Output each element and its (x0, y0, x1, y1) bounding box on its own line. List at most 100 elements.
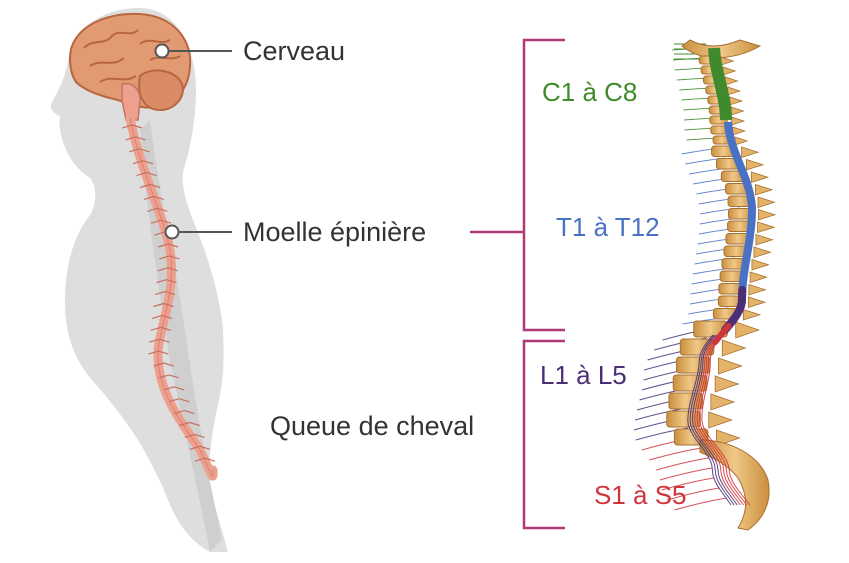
vertebra-spinous-process (746, 158, 765, 171)
vertebra-spinous-process (755, 183, 774, 196)
vertebra-spinous-process (722, 66, 737, 76)
cauda-equina-fiber (694, 334, 741, 506)
body-nerve-tick (158, 374, 169, 379)
body-nerve-tick (164, 291, 176, 296)
body-nerve-tick (163, 302, 174, 308)
cauda-equina-fiber (696, 334, 744, 506)
cervical-segment-label: C1 à C8 (542, 77, 638, 107)
vertebra-spinous-process (724, 76, 739, 86)
vertebra-spinous-process (710, 393, 736, 411)
vertebra-spinous-process (742, 308, 762, 321)
vertebra-spinous-process (720, 56, 735, 66)
body-nerve-roots (121, 124, 216, 462)
cord-leader-dot (164, 224, 180, 240)
body-nerve-tick (157, 207, 168, 212)
vertebra-spinous-process (755, 233, 774, 246)
vertebra-spinous-process (757, 196, 776, 209)
body-nerve-tick (150, 326, 161, 331)
body-nerve-tick (131, 124, 143, 129)
body-nerve-tick (157, 267, 169, 272)
vertebra-spinous-process (758, 208, 777, 221)
vertebra-spinous-process (753, 246, 772, 259)
brain-folds (83, 29, 181, 83)
spinal-nerve-root (659, 467, 712, 481)
body-nerve-tick (147, 207, 158, 212)
vertebra-spinous-process (734, 136, 749, 146)
brain-label: Cerveau (243, 36, 346, 66)
body-nerve-tick (166, 279, 177, 284)
vertebra-spinous-process (730, 106, 745, 116)
body-cord-outline (129, 117, 214, 477)
sacrum (699, 439, 770, 531)
brain-cerebellum (138, 69, 184, 112)
spinal-cord-bracket (522, 38, 565, 332)
vertebra-spinous-process (732, 126, 747, 136)
body-nerve-tick (139, 148, 150, 153)
body-nerve-tick (199, 445, 211, 450)
body-nerve-tick (169, 255, 180, 260)
cauda-equina-fiber (701, 334, 751, 506)
body-nerve-tick (160, 219, 172, 224)
vertebra-body (666, 410, 701, 428)
brain (68, 12, 192, 121)
body-nerve-tick (189, 445, 201, 450)
body-nerve-tick (156, 279, 167, 284)
body-nerve-tick (161, 314, 173, 319)
thoracic-cord-segment (724, 121, 757, 299)
body-nerve-tick (150, 219, 162, 224)
body-nerve-tick (159, 255, 170, 260)
vertebra-spinous-process (757, 221, 776, 234)
cauda-equina-fiber (689, 334, 735, 506)
body-nerve-tick (184, 410, 195, 415)
spinal-nerve-root (656, 457, 709, 471)
body-nerve-tick (154, 231, 165, 236)
body-nerve-tick (121, 124, 133, 129)
vertebra-spinous-process (731, 116, 746, 126)
body-nerve-tick (189, 421, 200, 427)
body-nerve-tick (168, 374, 179, 379)
body-nerve-tick (135, 136, 146, 141)
body-nerve-tick (179, 398, 190, 403)
body-nerve-tick (136, 172, 147, 177)
body-nerve-tick (168, 243, 179, 248)
vertebra-spinous-process (747, 296, 767, 309)
brain-leader-dot (154, 43, 170, 59)
vertebra-spinous-process (718, 357, 743, 375)
spinal-nerve-root (661, 477, 714, 491)
spinal-nerve-root (666, 487, 720, 501)
body-nerve-tick (143, 195, 154, 200)
vertebra-spinous-process (748, 283, 767, 296)
body-nerve-tick (158, 243, 169, 248)
body-nerve-tick (163, 362, 174, 367)
body-nerve-tick (125, 136, 136, 141)
body-nerve-tick (151, 314, 163, 319)
body-nerve-tick (132, 160, 144, 165)
cauda-equina-label: Queue de cheval (270, 411, 475, 441)
body-nerve-tick (169, 398, 180, 403)
vertebra-spinous-process (708, 411, 734, 429)
spinal-nerve-root (649, 447, 702, 461)
body-nerve-tick (149, 183, 161, 189)
body-nerve-tick (163, 386, 175, 391)
body-nerve-tick (179, 421, 190, 427)
thoracic-segment-label: T1 à T12 (556, 212, 660, 242)
vertebra-spinous-process (750, 171, 770, 184)
body-nerve-tick (142, 160, 154, 165)
body-nerve-tick (184, 433, 195, 438)
sacral-segment-label: S1 à S5 (594, 480, 687, 510)
body-nerve-tick (167, 267, 179, 272)
body-nerve-tick (149, 338, 160, 343)
spinal-cord-label: Moelle épinière (243, 217, 427, 247)
body-nerve-tick (154, 291, 166, 296)
body-nerve-tick (204, 457, 216, 462)
vertebra-spinous-process (715, 429, 741, 447)
body-nerve-tick (153, 362, 164, 367)
vertebra-spinous-process (735, 321, 761, 339)
vertebra-spinous-process (721, 339, 747, 357)
cauda-equina-fibers (687, 334, 751, 506)
body-nerve-tick (148, 350, 159, 355)
body-nerve-tick (160, 326, 171, 331)
body-nerve-tick (129, 148, 140, 153)
body-nerve-tick (153, 302, 164, 308)
